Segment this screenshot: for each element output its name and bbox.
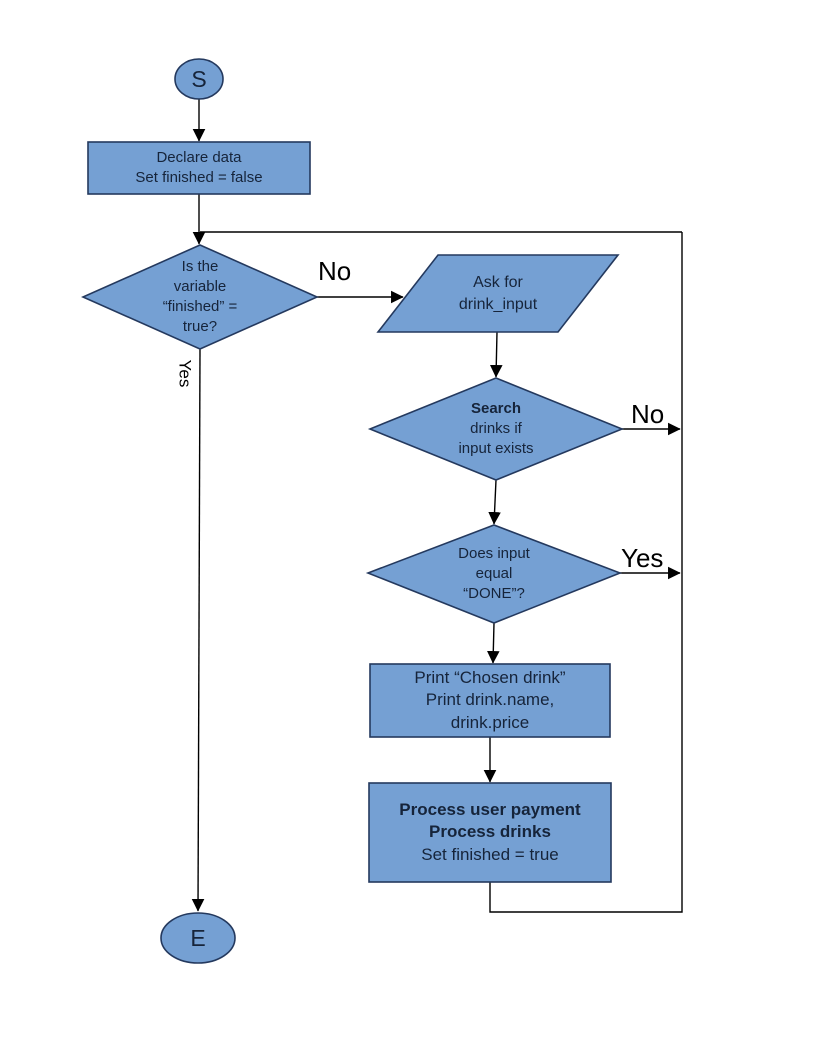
search-decision-diamond — [367, 377, 625, 481]
edge-finished-yes-to-end — [191, 348, 205, 912]
declare-process-box — [87, 141, 311, 195]
edge-process-loop-return — [489, 232, 683, 913]
edge-search-to-done-check — [488, 479, 501, 525]
ask-input-parallelogram — [376, 254, 620, 333]
finished-decision-diamond — [81, 244, 319, 350]
print-process-box — [369, 663, 611, 738]
edge-done-to-print — [487, 622, 500, 664]
start-terminator — [174, 58, 224, 100]
edge-ask-to-search — [489, 331, 503, 378]
process-payment-box — [368, 782, 612, 883]
end-terminator — [160, 912, 236, 964]
done-decision-diamond — [365, 524, 623, 624]
